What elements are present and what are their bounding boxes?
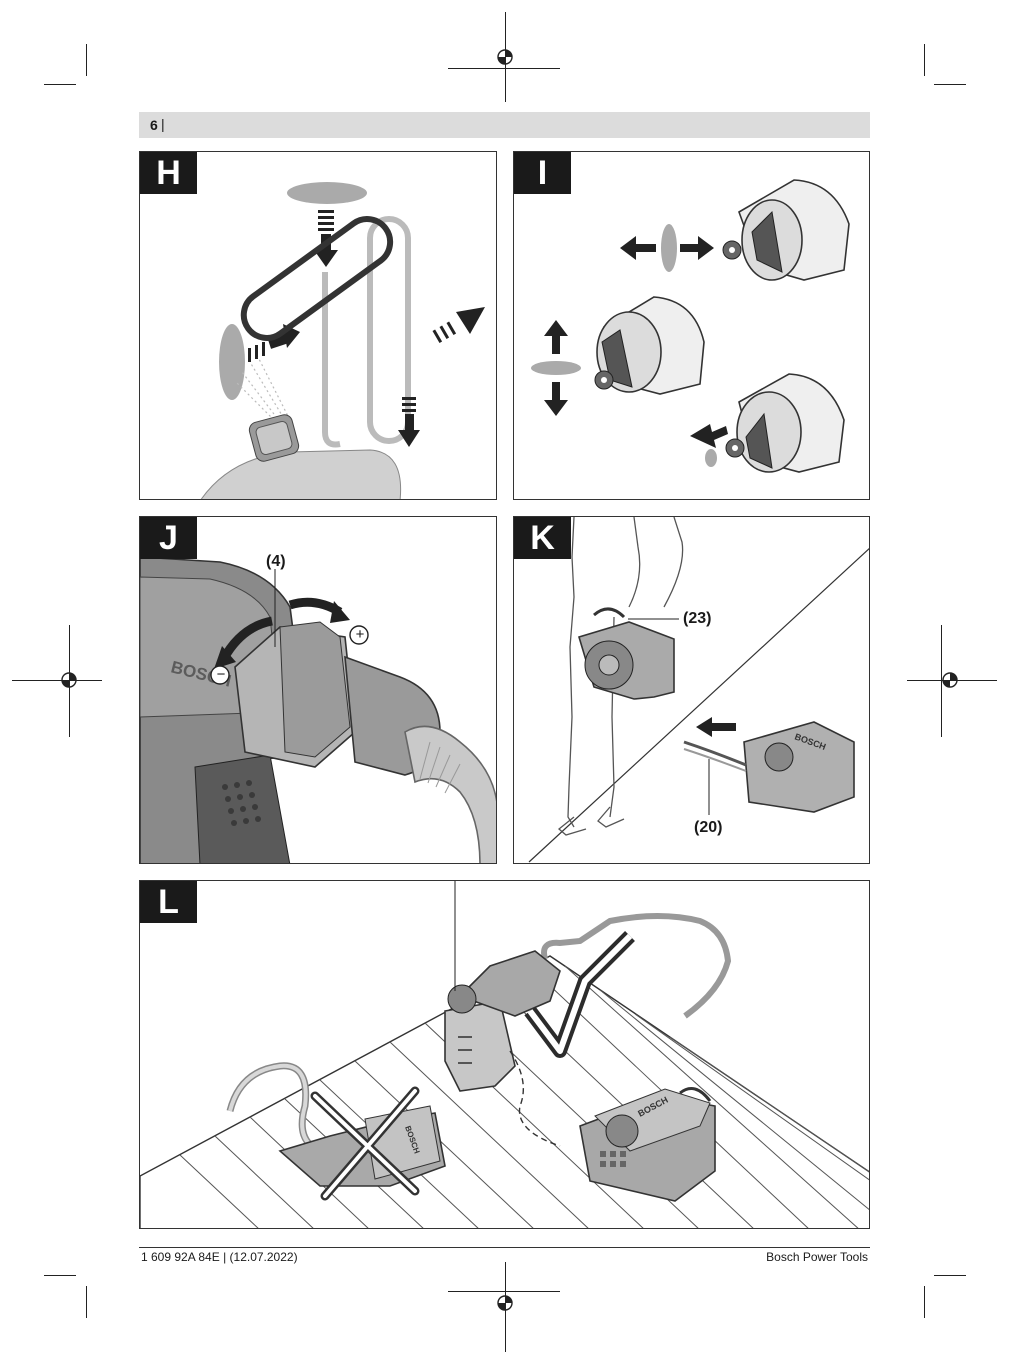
plus-symbol: + [353,622,367,648]
registration-target-icon [58,669,80,691]
nozzle-cap-bottom [726,374,844,472]
callout-23: (23) [683,610,711,628]
crop-mark [934,84,966,85]
carrying-unit-illustration: BOSCH [514,517,870,864]
figure-panel-j: BOSCH J (4) + − [139,516,497,864]
crop-mark [44,84,76,85]
crop-mark [86,1286,87,1318]
panel-letter: K [514,517,571,559]
page-number-separator: | [161,116,165,132]
crop-mark [924,1286,925,1318]
figure-panel-l: BOSCH BOSCH L [139,880,870,1229]
footer-rule [139,1247,870,1248]
document-id: 1 609 92A 84E | (12.07.2022) [141,1250,298,1264]
nozzle-orientation-illustration [514,152,870,500]
panel-letter: I [514,152,571,194]
figure-panel-k: BOSCH K (23) (20) [513,516,870,864]
callout-4: (4) [266,553,286,571]
crop-mark [86,44,87,76]
crop-mark [12,680,102,681]
callout-20: (20) [694,819,722,837]
figure-panel-i: I [513,151,870,500]
spray-pattern-illustration [140,152,497,500]
crop-mark [44,1275,76,1276]
figure-panel-h: H [139,151,497,500]
crop-mark [934,1275,966,1276]
minus-symbol: − [214,663,228,687]
crop-mark [448,68,560,69]
nozzle-cap-top [723,180,849,280]
nozzle-cap-middle [595,297,704,394]
page-header-bar: 6 | [139,112,870,138]
spray-gun-dial-illustration: BOSCH [140,517,497,864]
registration-target-icon [494,1292,516,1314]
panel-letter: H [140,152,197,194]
publisher-name: Bosch Power Tools [766,1250,868,1264]
unit-placement-illustration: BOSCH BOSCH [140,881,870,1229]
registration-target-icon [939,669,961,691]
registration-target-icon [494,46,516,68]
page-number: 6 [150,117,158,133]
panel-letter: L [140,881,197,923]
crop-mark [924,44,925,76]
panel-letter: J [140,517,197,559]
